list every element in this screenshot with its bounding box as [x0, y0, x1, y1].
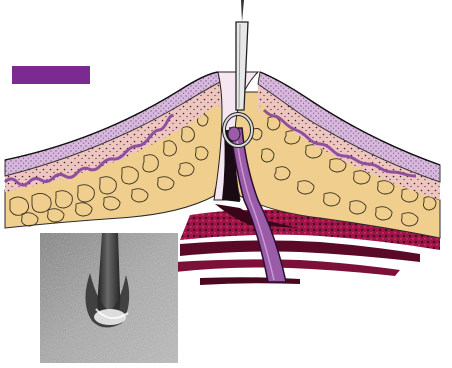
sem-micrograph-image — [40, 233, 178, 363]
label-box — [12, 66, 90, 84]
